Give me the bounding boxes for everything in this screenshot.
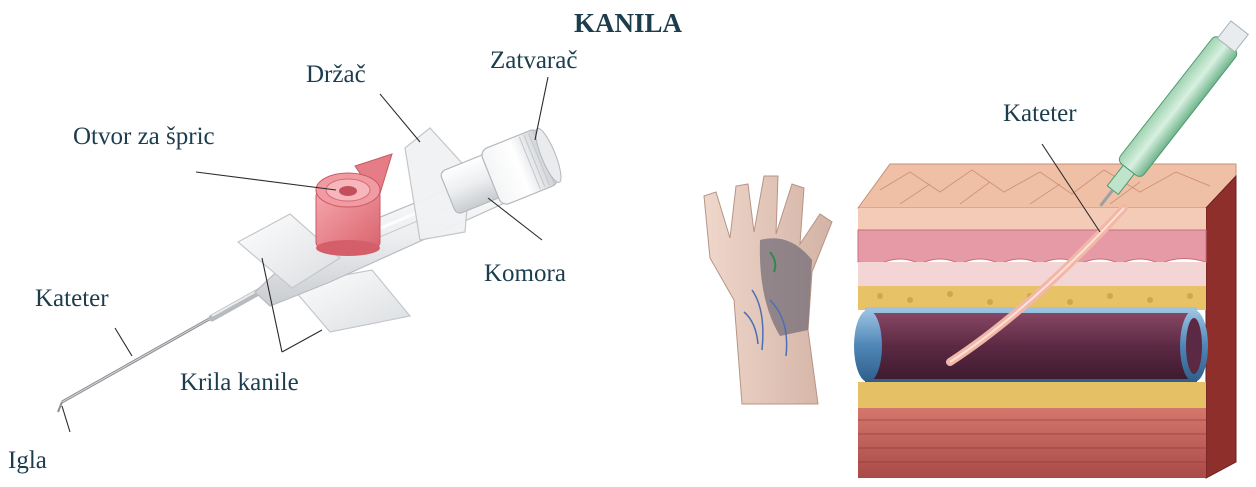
hand bbox=[704, 176, 832, 404]
insertion-illustration bbox=[700, 0, 1256, 487]
label-komora: Komora bbox=[484, 261, 566, 286]
label-igla: Igla bbox=[8, 448, 47, 473]
label-kateter-insertion: Kateter bbox=[1003, 101, 1077, 126]
label-krila-kanile: Krila kanile bbox=[180, 370, 299, 395]
tissue-block bbox=[854, 164, 1236, 478]
catheter-tube bbox=[212, 288, 262, 318]
label-otvor-za-spric: Otvor za špric bbox=[73, 124, 215, 149]
label-kateter-cannula: Kateter bbox=[35, 286, 109, 311]
label-zatvarac: Zatvarač bbox=[490, 48, 577, 73]
vein bbox=[854, 310, 1208, 382]
label-drzac: Držač bbox=[306, 62, 366, 87]
